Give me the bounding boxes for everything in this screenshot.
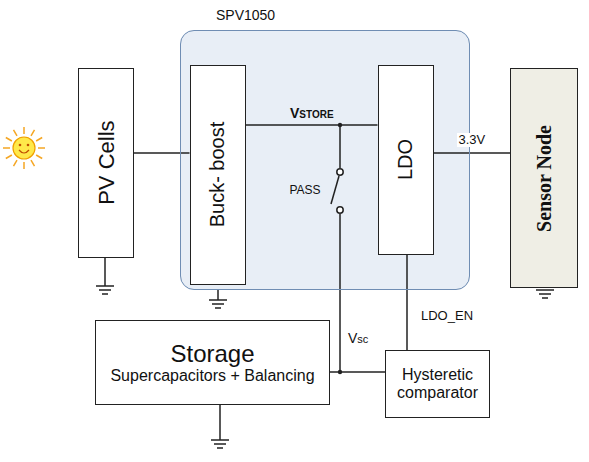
sun-ray	[6, 155, 12, 159]
node-heading: Storage	[170, 340, 254, 368]
sun-ray	[23, 162, 25, 169]
signal-name: 3.3V	[457, 133, 488, 147]
comparator-box: Hysteretic comparator	[385, 350, 490, 418]
ground-symbol	[96, 286, 114, 294]
sun-ray	[36, 138, 42, 142]
node-label: Sensor Node	[533, 125, 556, 232]
ground-symbol	[211, 440, 229, 448]
storage-box: StorageSupercapacitors + Balancing	[95, 320, 330, 405]
pass-wire	[339, 125, 341, 168]
wire	[246, 124, 378, 126]
sun-ray	[38, 147, 45, 149]
sun-ray	[3, 147, 10, 149]
node-heading: Supercapacitors + Balancing	[110, 367, 314, 385]
pass-wire	[339, 214, 341, 372]
sun-ray	[6, 138, 12, 142]
wire	[330, 371, 385, 373]
sun-icon	[3, 127, 45, 169]
ground-wire	[219, 405, 221, 440]
wire	[406, 255, 408, 351]
sun-ray	[23, 127, 25, 134]
signal-name: VSTORE	[288, 106, 336, 121]
switch-contact	[337, 169, 343, 175]
signal-name: Vsc	[346, 331, 370, 346]
sensor-node-box: Sensor Node	[510, 68, 578, 288]
regulator-box: LDO	[378, 65, 434, 255]
converter-box: Buck- boost	[190, 65, 246, 285]
switch-lever	[331, 176, 339, 204]
ground-symbol	[209, 300, 227, 308]
wire	[434, 152, 511, 154]
ground-symbol	[536, 290, 554, 298]
node-label: PV Cells	[93, 121, 118, 205]
sun-ray	[14, 130, 18, 136]
node-label: LDO	[394, 139, 417, 180]
sun-ray	[36, 155, 42, 159]
switch-contact	[337, 207, 343, 213]
node-label: Hysteretic comparator	[386, 366, 489, 403]
wire	[134, 152, 190, 154]
ground-wire	[104, 258, 106, 286]
chip-region: SPV1050Buck- boostLDO	[180, 30, 470, 290]
pv-cells-box: PV Cells	[78, 68, 134, 258]
switch-name: PASS	[288, 184, 323, 197]
sun-ray	[14, 160, 18, 166]
chip-fill	[180, 30, 470, 290]
chip-name: SPV1050	[216, 7, 275, 23]
node-label: Buck- boost	[206, 122, 229, 228]
sun-ray	[31, 160, 35, 166]
signal-name: LDO_EN	[419, 309, 475, 323]
ground-wire	[217, 290, 219, 300]
sun-ray	[31, 130, 35, 136]
